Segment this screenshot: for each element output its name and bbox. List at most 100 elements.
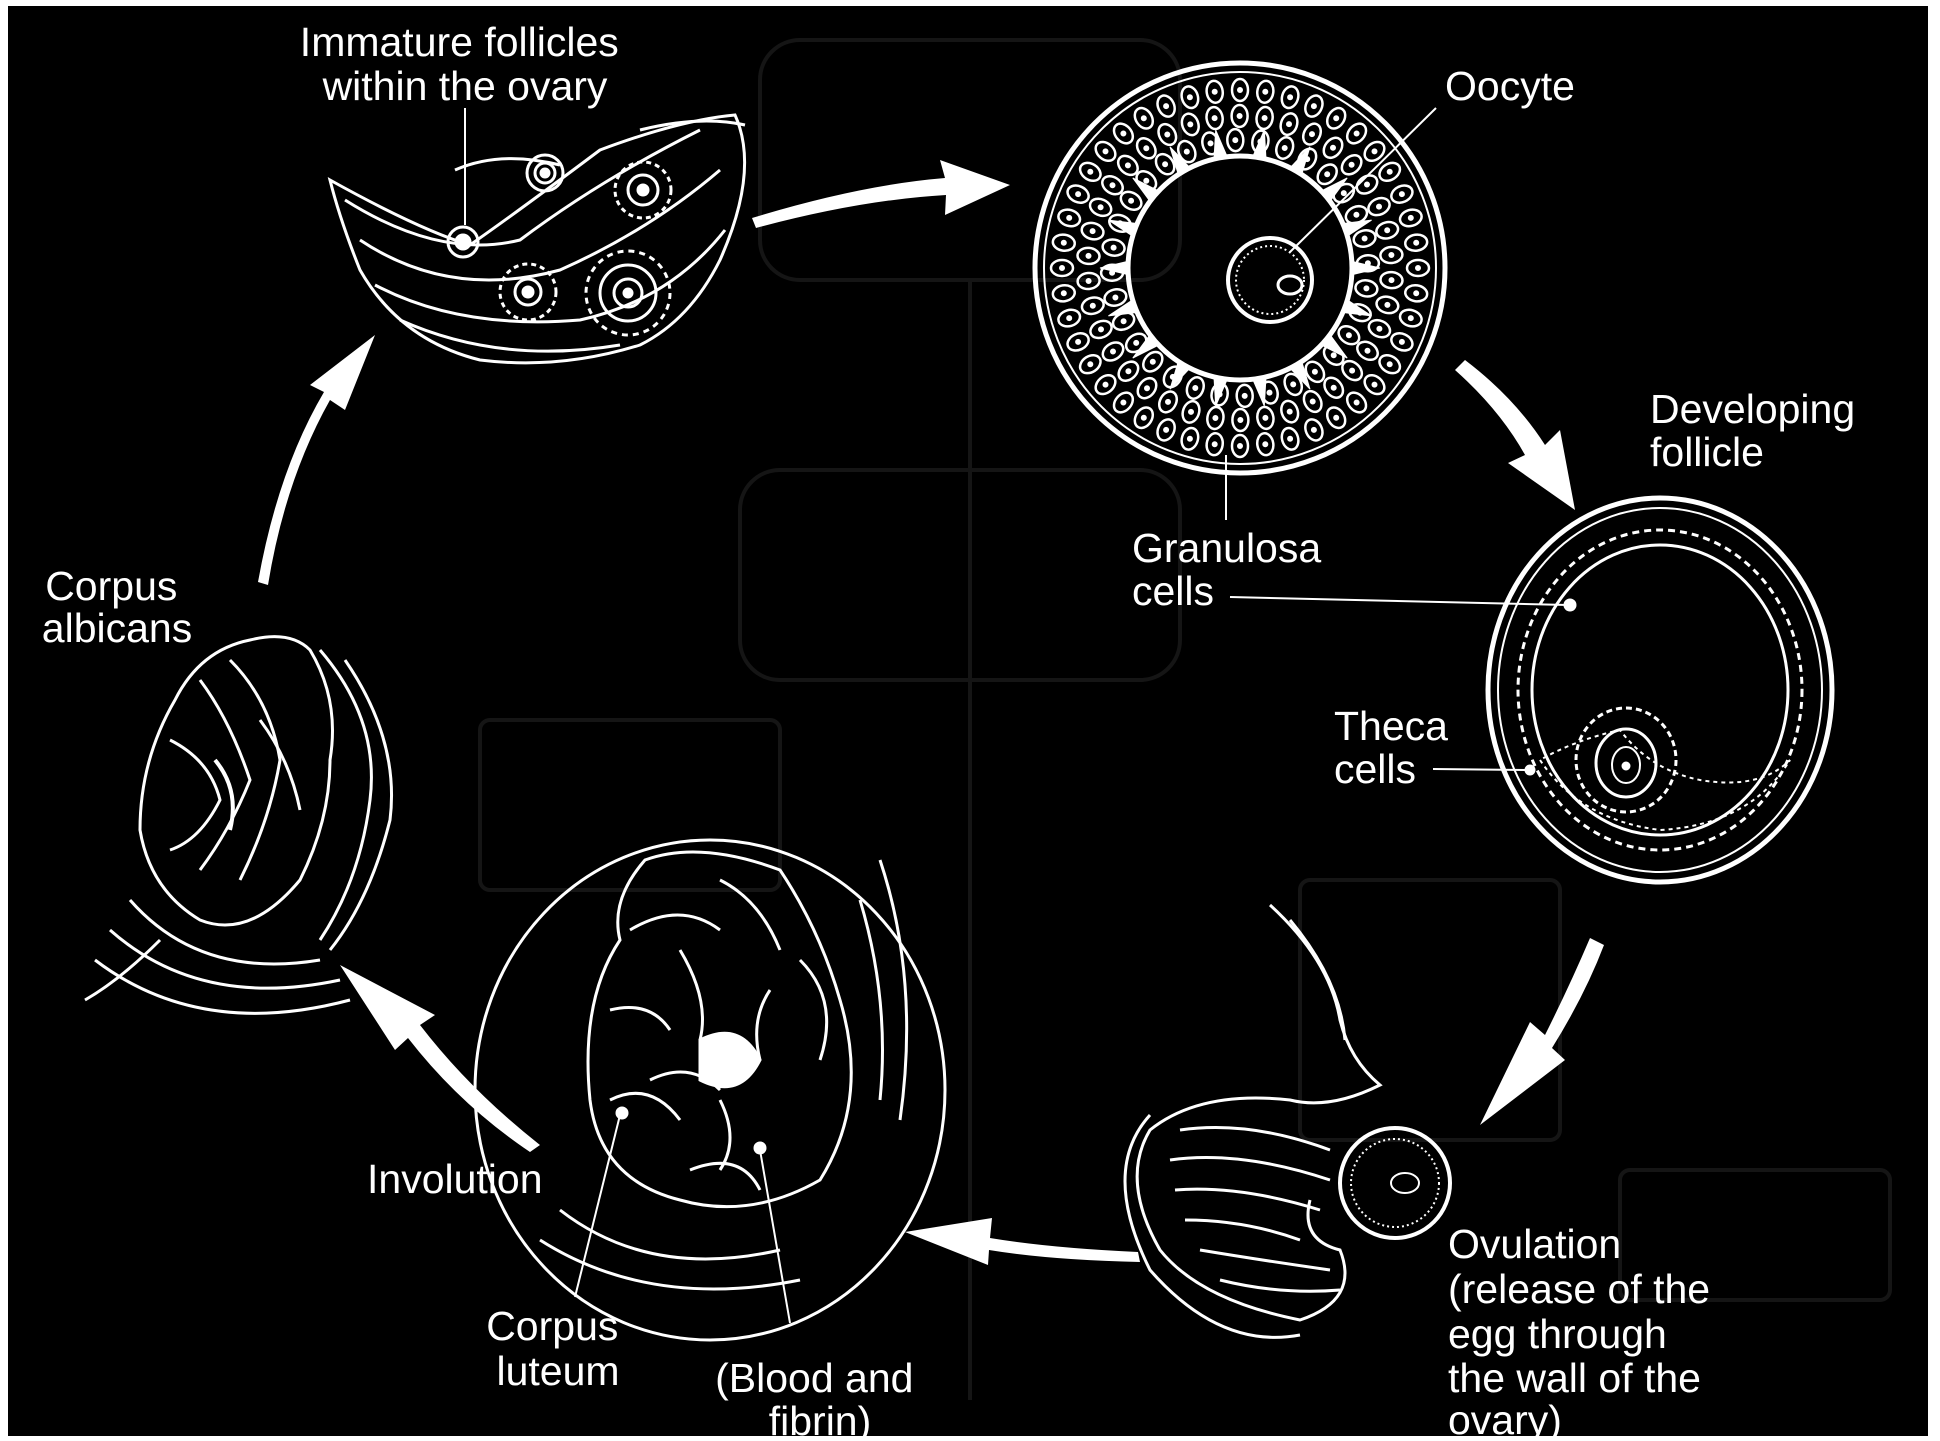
label-immature-follicles-line2: within the ovary <box>322 63 608 109</box>
label-corpus-luteum-line1: Corpus <box>486 1303 618 1349</box>
granulosa-nucleus <box>1121 131 1126 136</box>
label-corpus-albicans-line2: albicans <box>42 605 192 651</box>
granulosa-nucleus <box>1233 138 1238 143</box>
granulosa-nucleus <box>1408 316 1413 321</box>
granulosa-nucleus <box>1212 116 1217 121</box>
granulosa-nucleus <box>1111 349 1116 354</box>
granulosa-nucleus <box>1193 386 1198 391</box>
granulosa-nucleus <box>1187 436 1192 441</box>
granulosa-nucleus <box>1399 192 1404 197</box>
granulosa-nucleus <box>1325 172 1330 177</box>
granulosa-nucleus <box>1414 291 1419 296</box>
granulosa-nucleus <box>1164 104 1169 109</box>
granulosa-nucleus <box>1184 149 1189 154</box>
granulosa-nucleus <box>1334 116 1339 121</box>
label-corpus-albicans-line1: Corpus <box>45 563 177 609</box>
granulosa-nucleus <box>1349 162 1354 167</box>
granulosa-nucleus <box>1238 444 1243 449</box>
label-immature-follicles: Immature follicles within the ovary <box>300 19 630 109</box>
granulosa-nucleus <box>1399 339 1404 344</box>
granulosa-nucleus <box>1408 215 1413 220</box>
granulosa-nucleus <box>1144 178 1149 183</box>
granulosa-nucleus <box>1331 145 1336 150</box>
label-granulosa-cells-line2: cells <box>1132 568 1214 614</box>
granulosa-nucleus <box>1263 442 1268 447</box>
granulosa-nucleus <box>1061 240 1066 245</box>
label-corpus-albicans: Corpus albicans <box>42 563 192 651</box>
granulosa-nucleus <box>1331 353 1336 358</box>
label-blood-fibrin-line1: (Blood and <box>715 1355 913 1401</box>
granulosa-nucleus <box>1334 415 1339 420</box>
granulosa-nucleus <box>1121 319 1126 324</box>
granulosa-nucleus <box>1287 122 1292 127</box>
granulosa-nucleus <box>1134 340 1139 345</box>
granulosa-nucleus <box>1341 191 1346 196</box>
granulosa-nucleus <box>1103 382 1108 387</box>
label-ovulation-line3: egg through <box>1448 1311 1667 1357</box>
granulosa-nucleus <box>1098 205 1103 210</box>
label-immature-follicles-line1: Immature follicles <box>300 19 619 65</box>
granulosa-nucleus <box>1365 182 1370 187</box>
granulosa-nucleus <box>1288 95 1293 100</box>
granulosa-nucleus <box>1129 198 1134 203</box>
granulosa-nucleus <box>1188 122 1193 127</box>
granulosa-nucleus <box>1310 399 1315 404</box>
granulosa-nucleus <box>1163 162 1168 167</box>
granulosa-nucleus <box>1212 89 1217 94</box>
granulosa-nucleus <box>1187 95 1192 100</box>
granulosa-nucleus <box>1126 369 1131 374</box>
granulosa-nucleus <box>1372 149 1377 154</box>
granulosa-nucleus <box>1088 362 1093 367</box>
granulosa-nucleus <box>1263 89 1268 94</box>
granulosa-nucleus <box>1144 146 1149 151</box>
granulosa-nucleus <box>1389 278 1394 283</box>
granulosa-nucleus <box>1387 362 1392 367</box>
granulosa-nucleus <box>1287 409 1292 414</box>
granulosa-nucleus <box>1311 427 1316 432</box>
granulosa-nucleus <box>1090 303 1095 308</box>
label-ovulation-line5: ovary) <box>1448 1397 1562 1441</box>
granulosa-nucleus <box>1189 409 1194 414</box>
granulosa-nucleus <box>1212 442 1217 447</box>
granulosa-nucleus <box>1141 116 1146 121</box>
label-developing-follicle-line2: follicle <box>1650 429 1764 475</box>
label-theca-cells-line2: cells <box>1334 746 1416 792</box>
granulosa-nucleus <box>1262 116 1267 121</box>
granulosa-nucleus <box>1086 253 1091 258</box>
granulosa-nucleus <box>1090 229 1095 234</box>
granulosa-nucleus <box>1331 385 1336 390</box>
label-ovulation-line2: (release of the <box>1448 1266 1710 1312</box>
granulosa-nucleus <box>1166 399 1171 404</box>
granulosa-nucleus <box>1110 183 1115 188</box>
label-ovulation-line1: Ovulation <box>1448 1221 1621 1267</box>
granulosa-nucleus <box>1354 400 1359 405</box>
granulosa-nucleus <box>1387 169 1392 174</box>
granulosa-nucleus <box>1389 253 1394 258</box>
granulosa-nucleus <box>1103 149 1108 154</box>
label-granulosa-cells-line1: Granulosa <box>1132 525 1321 571</box>
granulosa-nucleus <box>1311 104 1316 109</box>
granulosa-nucleus <box>1242 393 1247 398</box>
granulosa-nucleus <box>1067 316 1072 321</box>
granulosa-nucleus <box>1354 131 1359 136</box>
granulosa-nucleus <box>1086 279 1091 284</box>
granulosa-nucleus <box>1061 291 1066 296</box>
granulosa-nucleus <box>1282 146 1287 151</box>
granulosa-nucleus <box>1145 386 1150 391</box>
granulosa-nucleus <box>1164 427 1169 432</box>
granulosa-nucleus <box>1060 266 1065 271</box>
granulosa-nucleus <box>1288 436 1293 441</box>
granulosa-nucleus <box>1099 327 1104 332</box>
granulosa-nucleus <box>1377 204 1382 209</box>
granulosa-nucleus <box>1113 295 1118 300</box>
granulosa-nucleus <box>1208 141 1213 146</box>
label-corpus-luteum-line2: luteum <box>496 1348 619 1394</box>
label-involution: Involution <box>367 1156 543 1202</box>
granulosa-nucleus <box>1150 359 1155 364</box>
granulosa-nucleus <box>1365 348 1370 353</box>
granulosa-nucleus <box>1067 215 1072 220</box>
granulosa-nucleus <box>1291 382 1296 387</box>
granulosa-nucleus <box>1076 192 1081 197</box>
granulosa-nucleus <box>1385 228 1390 233</box>
